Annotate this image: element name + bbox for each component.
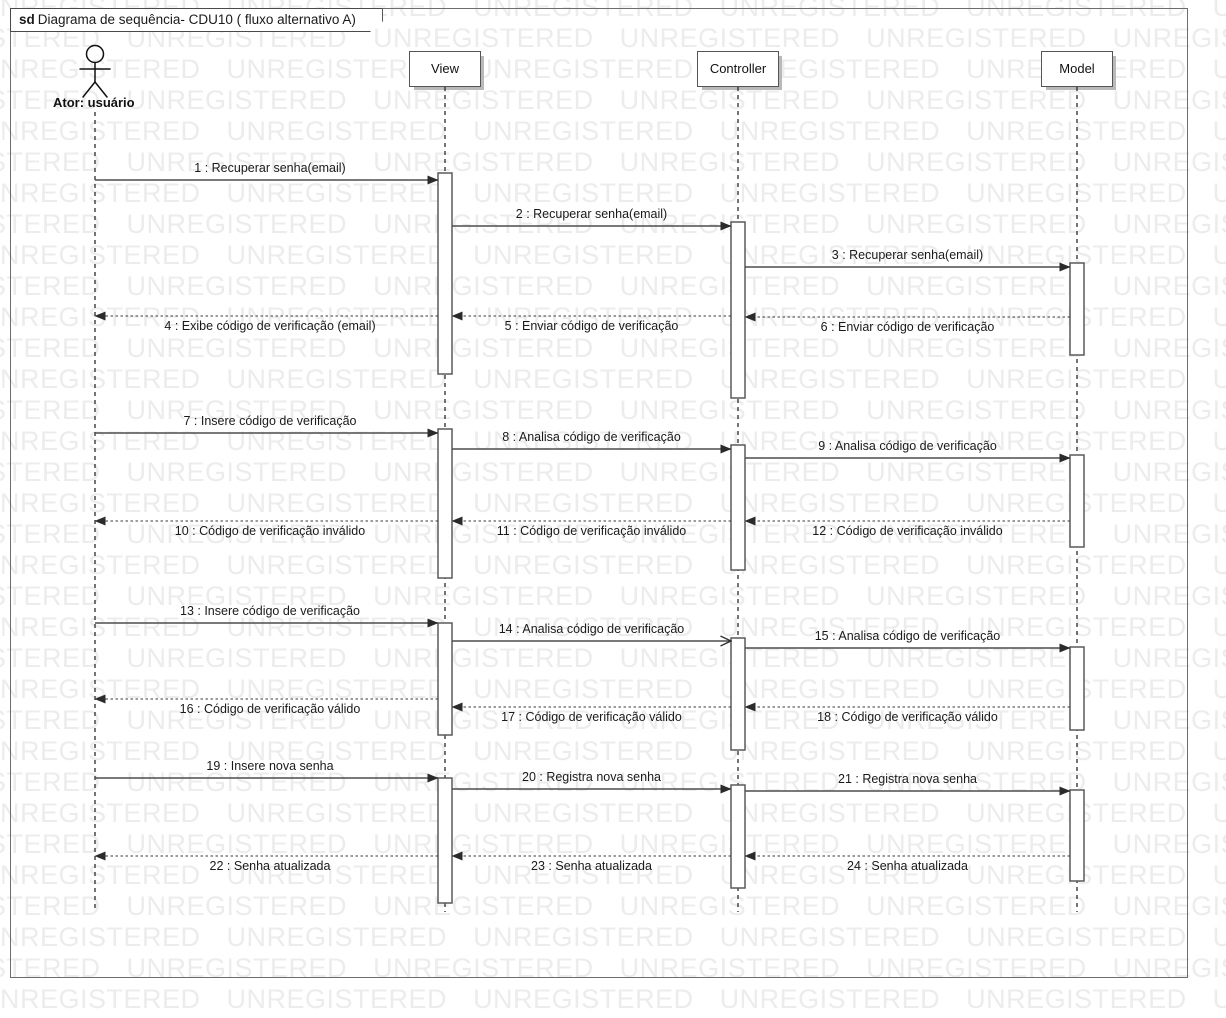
message-label-11: 11 : Código de verificação inválido <box>496 524 687 538</box>
message-label-2: 2 : Recuperar senha(email) <box>515 207 668 221</box>
activation-bar-view <box>437 428 453 579</box>
message-label-21: 21 : Registra nova senha <box>838 772 977 786</box>
message-label-8: 8 : Analisa código de verificação <box>502 430 681 444</box>
message-label-9: 9 : Analisa código de verificação <box>818 439 997 453</box>
message-label-20: 20 : Registra nova senha <box>522 770 661 784</box>
message-label-1: 1 : Recuperar senha(email) <box>194 161 346 175</box>
stick-figure-actor-icon <box>79 44 111 98</box>
message-label-16: 16 : Código de verificação válido <box>179 702 361 716</box>
message-label-3: 3 : Recuperar senha(email) <box>831 248 984 262</box>
message-label-17: 17 : Código de verificação válido <box>501 710 682 724</box>
activation-bar-controller <box>730 784 746 889</box>
activation-bar-model <box>1069 262 1085 356</box>
activation-bar-model <box>1069 789 1085 882</box>
frame-keyword: sd <box>19 12 35 27</box>
lifeline-header-label: Controller <box>709 61 767 76</box>
lifeline-header-label: View <box>431 61 459 76</box>
message-label-5: 5 : Enviar código de verificação <box>504 319 679 333</box>
lifeline-header-controller[interactable]: Controller <box>697 51 779 87</box>
message-label-22: 22 : Senha atualizada <box>209 859 331 873</box>
activation-bar-controller <box>730 444 746 571</box>
activation-bar-model <box>1069 454 1085 548</box>
message-label-10: 10 : Código de verificação inválido <box>174 524 366 538</box>
lifeline-header-label: Model <box>1059 61 1095 76</box>
activation-bar-view <box>437 172 453 375</box>
message-label-23: 23 : Senha atualizada <box>531 859 652 873</box>
activation-bar-view <box>437 777 453 904</box>
message-label-6: 6 : Enviar código de verificação <box>820 320 995 334</box>
frame-title-text: Diagrama de sequência- CDU10 ( fluxo alt… <box>37 12 356 27</box>
message-label-7: 7 : Insere código de verificação <box>183 414 357 428</box>
diagram-frame <box>10 8 1188 978</box>
activation-bar-view <box>437 622 453 736</box>
activation-bar-controller <box>730 637 746 751</box>
actor-label: Ator: usuário <box>53 95 135 110</box>
message-label-4: 4 : Exibe código de verificação (email) <box>164 319 376 333</box>
message-label-14: 14 : Analisa código de verificação <box>498 622 685 636</box>
message-label-19: 19 : Insere nova senha <box>206 759 334 773</box>
activation-bar-controller <box>730 221 746 399</box>
message-label-12: 12 : Código de verificação inválido <box>812 524 1003 538</box>
lifeline-header-view[interactable]: View <box>409 51 481 87</box>
activation-bar-model <box>1069 646 1085 731</box>
message-label-24: 24 : Senha atualizada <box>847 859 968 873</box>
lifeline-header-model[interactable]: Model <box>1041 51 1113 87</box>
message-label-13: 13 : Insere código de verificação <box>180 604 360 618</box>
message-label-18: 18 : Código de verificação válido <box>817 710 998 724</box>
message-label-15: 15 : Analisa código de verificação <box>814 629 1001 643</box>
